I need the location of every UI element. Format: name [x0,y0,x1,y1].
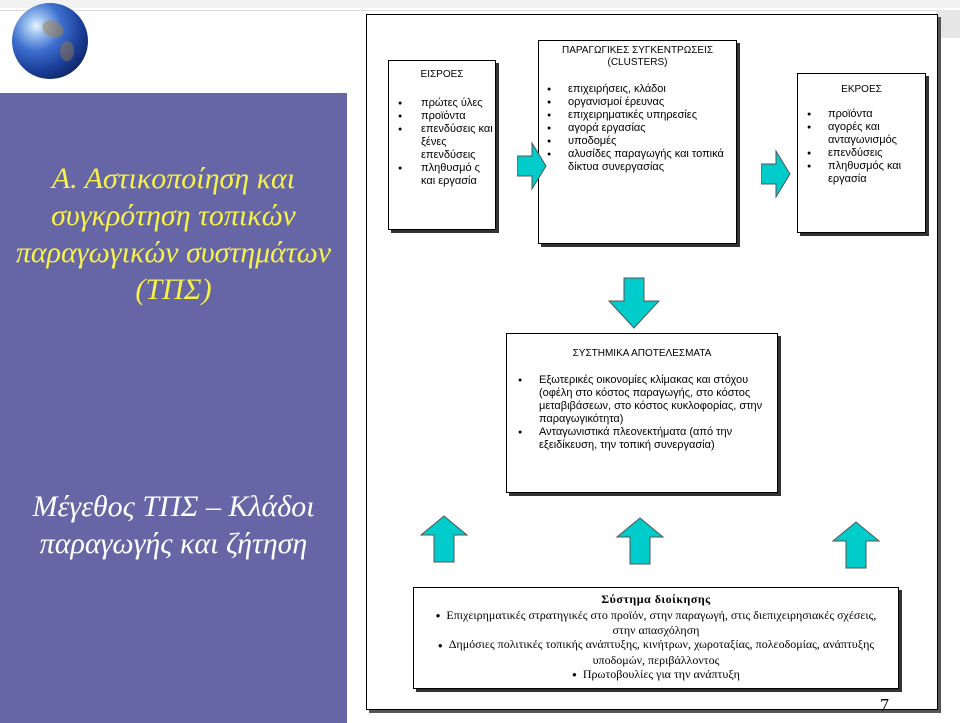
list-item: επενδύσεις και ξένες επενδύσεις [389,123,495,162]
list-item: προϊόντα [389,110,495,123]
list-item: επιχειρήσεις, κλάδοι [539,83,736,96]
clusters-title: ΠΑΡΑΓΩΓΙΚΕΣ ΣΥΓΚΕΝΤΡΩΣΕΙΣ (CLUSTERS) [561,45,714,68]
outputs-box: ΕΚΡΟΕΣ προϊόντα αγορές και ανταγωνισμός … [797,73,926,233]
arrow-right-icon [761,149,791,199]
bullet-icon: ● [572,669,577,679]
outputs-list: προϊόντα αγορές και ανταγωνισμός επενδύσ… [798,108,925,186]
list-item: πληθυσμός και εργασία [798,160,925,186]
arrow-up-icon [832,521,880,569]
list-item: προϊόντα [798,108,925,121]
list-item-text: Δημόσιες πολιτικές τοπικής ανάπτυξης, κι… [448,637,875,667]
list-item: Ανταγωνιστικά πλεονεκτήματα (από την εξε… [507,426,777,452]
results-box: ΣΥΣΤΗΜΙΚΑ ΑΠΟΤΕΛΕΣΜΑΤΑ Εξωτερικές οικονο… [506,333,778,493]
results-title: ΣΥΣΤΗΜΙΚΑ ΑΠΟΤΕΛΕΣΜΑΤΑ [572,348,712,359]
clusters-box: ΠΑΡΑΓΩΓΙΚΕΣ ΣΥΓΚΕΝΤΡΩΣΕΙΣ (CLUSTERS) επι… [538,40,737,244]
globe-land [60,41,74,61]
diagram-frame: ΕΙΣΡΟΕΣ πρώτες ύλες προϊόντα επενδύσεις … [366,14,938,710]
list-item: ● Πρωτοβουλίες για την ανάπτυξη [414,667,898,682]
management-box: Σύστημα διοίκησης ●Επιχειρηματικές στρατ… [413,587,899,689]
outputs-title: ΕΚΡΟΕΣ [841,84,882,95]
list-item: αγορά εργασίας [539,122,736,135]
corner-bar [936,10,960,38]
globe-icon [12,3,88,79]
list-item: επιχειρηματικές υπηρεσίες [539,109,736,122]
inputs-box: ΕΙΣΡΟΕΣ πρώτες ύλες προϊόντα επενδύσεις … [388,60,496,230]
bullet-icon: ● [437,640,443,650]
results-list: Εξωτερικές οικονομίες κλίμακας και στόχο… [507,374,777,452]
arrow-right-icon [517,141,547,191]
management-title: Σύστημα διοίκησης [601,592,711,606]
list-item: ● Δημόσιες πολιτικές τοπικής ανάπτυξης, κ… [414,637,898,666]
top-band [0,0,960,8]
list-item: Εξωτερικές οικονομίες κλίμακας και στόχο… [507,374,777,426]
page-number: 7 [880,695,889,715]
bullet-icon: ● [435,611,441,621]
list-item: αλυσίδες παραγωγής και τοπικά δίκτυα συν… [539,148,736,174]
list-item-text: Πρωτοβουλίες για την ανάπτυξη [582,666,740,681]
slide-title: Α. Αστικοποίηση και συγκρότηση τοπικών π… [15,162,332,306]
list-item: υποδομές [539,135,736,148]
title-panel [0,93,347,723]
inputs-title: ΕΙΣΡΟΕΣ [420,69,464,80]
list-item-text: Επιχειρηματικές στρατηγικές στο προϊόν, … [446,608,877,638]
list-item: οργανισμοί έρευνας [539,96,736,109]
top-rule [0,10,936,11]
list-item: πληθυσμό ς και εργασία [389,162,495,188]
list-item: πρώτες ύλες [389,97,495,110]
management-list: ●Επιχειρηματικές στρατηγικές στο προϊόν,… [414,608,898,682]
arrow-down-icon [608,277,660,329]
clusters-list: επιχειρήσεις, κλάδοι οργανισμοί έρευνας … [539,83,736,174]
slide-subtitle: Μέγεθος ΤΠΣ – Κλάδοι παραγωγής και ζήτησ… [32,490,315,560]
globe-land [39,17,67,41]
list-item: ● Επιχειρηματικές στρατηγικές στο προϊόν,… [414,608,898,637]
inputs-list: πρώτες ύλες προϊόντα επενδύσεις και ξένε… [389,97,495,188]
arrow-up-icon [420,515,468,563]
list-item: αγορές και ανταγωνισμός [798,121,925,147]
arrow-up-icon [616,517,664,565]
list-item: επενδύσεις [798,147,925,160]
